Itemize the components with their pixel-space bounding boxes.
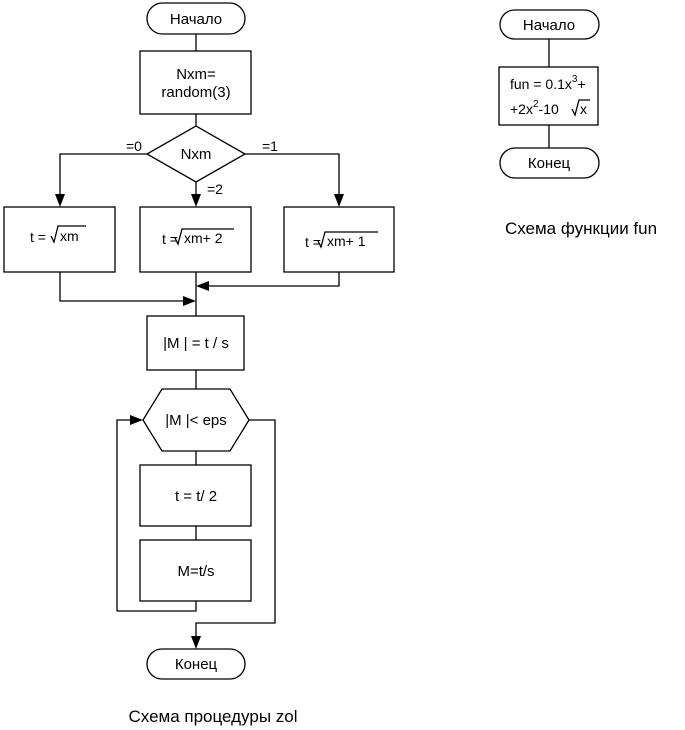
fun-end-label: Конец [528, 155, 571, 172]
arrowhead-loop-back [130, 415, 143, 425]
connector-loop-exit [195, 419, 276, 642]
start-label: Начало [170, 11, 222, 28]
recalc-m-label: M=t/s [177, 563, 214, 580]
sqrt-sign-branch2 [174, 228, 234, 246]
fun-formula-line1-a: fun = 0.1x [510, 76, 572, 92]
fun-sqrt-sign [571, 99, 590, 117]
t-branch2-prefix: t = [162, 231, 178, 247]
halve-t-label: t = t/ 2 [175, 488, 217, 505]
end-label: Конец [175, 656, 218, 673]
fun-formula-line2-b: -10 [539, 101, 559, 117]
t-branch1-radicand: xm+ 1 [327, 233, 366, 249]
sqrt-sign-branch0 [50, 225, 86, 244]
t-branch0-radicand: xm [60, 228, 79, 244]
calc-t-branch2-block [139, 206, 252, 273]
end-terminator [146, 648, 246, 680]
assign-nxm-block [139, 50, 252, 115]
branch-0-label: =0 [126, 138, 142, 154]
assign-nxm-line1: Nxm= [176, 66, 216, 83]
fun-formula-radicand: x [580, 101, 587, 117]
calc-t-branch1-block [283, 206, 395, 273]
branch-1-label: =1 [262, 138, 278, 154]
sqrt-sign-branch1 [317, 231, 378, 249]
recalc-m-block [139, 539, 252, 602]
arrowhead-merge-left [183, 296, 196, 306]
fun-formula-line2-a: +2x [510, 101, 533, 117]
branch-2-label: =2 [207, 181, 223, 197]
arrowhead-branch-1 [334, 194, 344, 207]
t-branch0-prefix: t = [30, 229, 46, 245]
procedure-caption: Схема процедуры zol [128, 707, 297, 726]
connector-branch-1 [245, 153, 340, 200]
arrowhead-branch-0 [55, 194, 65, 207]
connector-merge-right [203, 272, 340, 287]
t-branch2-radicand: xm+ 2 [184, 230, 223, 246]
fun-formula-line1: fun = 0.1x3+ [510, 74, 586, 92]
fun-end-terminator [499, 147, 600, 179]
calc-m-block [146, 315, 245, 371]
fun-start-label: Начало [523, 17, 575, 34]
fun-formula-line1-exp: 3 [572, 74, 578, 85]
calc-m-label: |M | = t / s [163, 335, 229, 352]
fun-formula-line1-b: + [577, 76, 585, 92]
fun-formula-line2-exp: 2 [533, 99, 539, 110]
calc-t-branch0-block [3, 206, 116, 273]
connector-loop-back [116, 419, 197, 612]
connector-branch-0 [59, 153, 147, 200]
loop-condition-label: |M |< eps [165, 412, 227, 429]
arrowhead-branch-2 [191, 194, 201, 207]
arrowhead-merge-right [196, 281, 209, 291]
connector-merge-left [59, 272, 189, 302]
arrowhead-loop-exit [191, 636, 201, 649]
fun-formula-line2: +2x2-10 [510, 99, 559, 117]
decision-label: Nxm [181, 146, 212, 163]
t-branch1-prefix: t = [305, 234, 321, 250]
fun-caption: Схема функции fun [505, 219, 657, 238]
halve-t-block [139, 464, 252, 527]
assign-nxm-line2: random(3) [161, 84, 230, 101]
